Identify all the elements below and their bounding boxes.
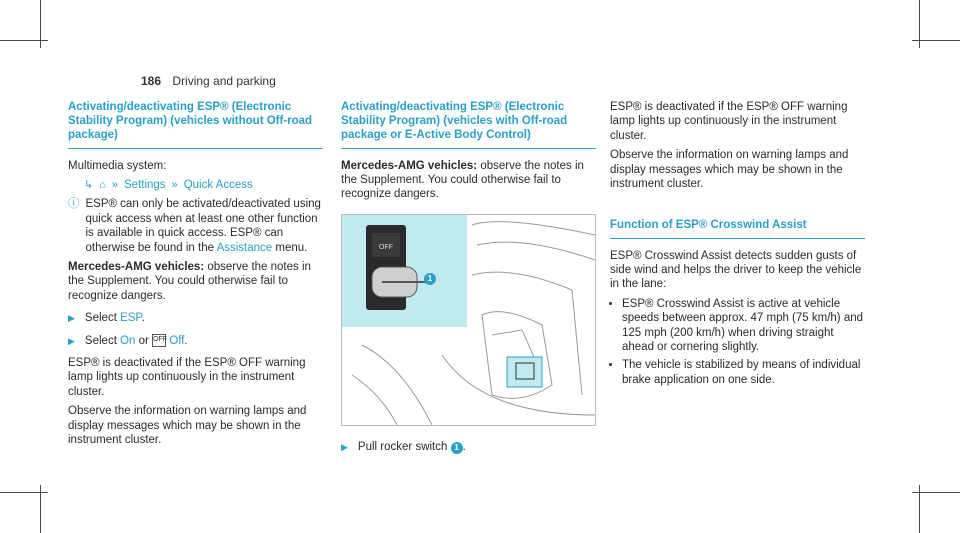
amg-note: Mercedes-AMG vehicles: observe the notes… (341, 159, 596, 202)
page-number: 186 (141, 74, 162, 88)
esp-off-icon-label: OFF (379, 244, 393, 251)
rocker-switch-drawing: OFF (366, 224, 427, 310)
crop-mark (912, 492, 960, 493)
step-text: Pull rocker switch (357, 440, 448, 453)
column-right: ESP® is deactivated if the ESP® OFF warn… (610, 100, 865, 391)
step-arrow-icon: ▶ (68, 313, 75, 324)
on-link[interactable]: On (120, 334, 136, 347)
crop-mark (0, 492, 48, 493)
observe-note: Observe the information on warning lamps… (610, 149, 849, 191)
section-title: Driving and parking (172, 74, 276, 88)
breadcrumb-quick-access[interactable]: Quick Access (183, 179, 253, 192)
switch-callout: OFF 1 (342, 214, 467, 327)
list-item: ESP® Crosswind Assist is active at vehic… (622, 297, 865, 355)
amg-note: Mercedes-AMG vehicles: observe the notes… (68, 260, 323, 303)
page-header: 186 Driving and parking (141, 74, 276, 88)
crop-mark (912, 40, 960, 41)
step-select-esp: ▶ Select ESP. (68, 312, 145, 325)
callout-number: 1 (424, 272, 436, 285)
assistance-link[interactable]: Assistance (216, 241, 273, 254)
section-heading: Function of ESP® Crosswind Assist (610, 218, 865, 239)
list-item: The vehicle is stabilized by means of in… (622, 358, 865, 387)
double-chevron-icon: » (111, 179, 118, 192)
info-tail: menu. (275, 241, 308, 254)
info-icon: ⓘ (68, 198, 80, 211)
double-chevron-icon: » (171, 179, 178, 192)
crop-mark (0, 40, 48, 41)
column-left: Activating/deactivating ESP® (Electronic… (68, 100, 323, 453)
crosswind-intro: ESP® Crosswind Assist detects sudden gus… (610, 249, 862, 291)
amg-label: Mercedes-AMG vehicles: (68, 261, 205, 274)
off-link[interactable]: Off (169, 334, 185, 347)
amg-text: observe the notes in the Supplement. You… (68, 261, 311, 302)
section-heading: Activating/deactivating ESP® (Electronic… (68, 100, 323, 149)
crosswind-list: ESP® Crosswind Assist is active at vehic… (610, 297, 865, 387)
breadcrumb: ↳ ⌂ » Settings » Quick Access (84, 178, 323, 192)
step-arrow-icon: ▶ (68, 335, 75, 346)
step-number-badge: 1 (450, 441, 463, 454)
step-pull-switch: ▶ Pull rocker switch 1. (341, 440, 466, 454)
return-arrow-icon: ↳ (84, 179, 94, 192)
esp-off-icon: OFF (152, 334, 167, 348)
breadcrumb-settings[interactable]: Settings (124, 179, 166, 192)
console-illustration: OFF 1 (341, 213, 596, 426)
amg-label: Mercedes-AMG vehicles: (341, 159, 478, 172)
console-drawing (351, 220, 595, 425)
step-select-on-off: ▶ Select On or OFF Off. (68, 334, 188, 348)
crop-mark (40, 485, 41, 533)
crop-mark (919, 485, 920, 533)
or-text: or (138, 334, 149, 347)
crop-mark (40, 0, 41, 48)
info-text: ESP® can only be activated/deactivated u… (85, 198, 321, 254)
section-heading: Activating/deactivating ESP® (Electronic… (341, 100, 596, 149)
home-icon[interactable]: ⌂ (99, 179, 106, 192)
amg-text: observe the notes in the Supplement. You… (341, 159, 584, 201)
info-note: ⓘ ESP® can only be activated/deactivated… (68, 197, 323, 255)
step-prefix: Select (84, 334, 117, 347)
column-middle: Activating/deactivating ESP® (Electronic… (341, 100, 596, 462)
deactivation-note: ESP® is deactivated if the ESP® OFF warn… (610, 101, 848, 142)
crop-mark (919, 0, 920, 48)
step-prefix: Select (84, 312, 117, 325)
deactivation-note: ESP® is deactivated if the ESP® OFF warn… (68, 357, 306, 398)
step-arrow-icon: ▶ (341, 441, 348, 452)
system-label: Multimedia system: (68, 159, 167, 172)
observe-note: Observe the information on warning lamps… (68, 405, 307, 447)
esp-link[interactable]: ESP (120, 312, 142, 325)
